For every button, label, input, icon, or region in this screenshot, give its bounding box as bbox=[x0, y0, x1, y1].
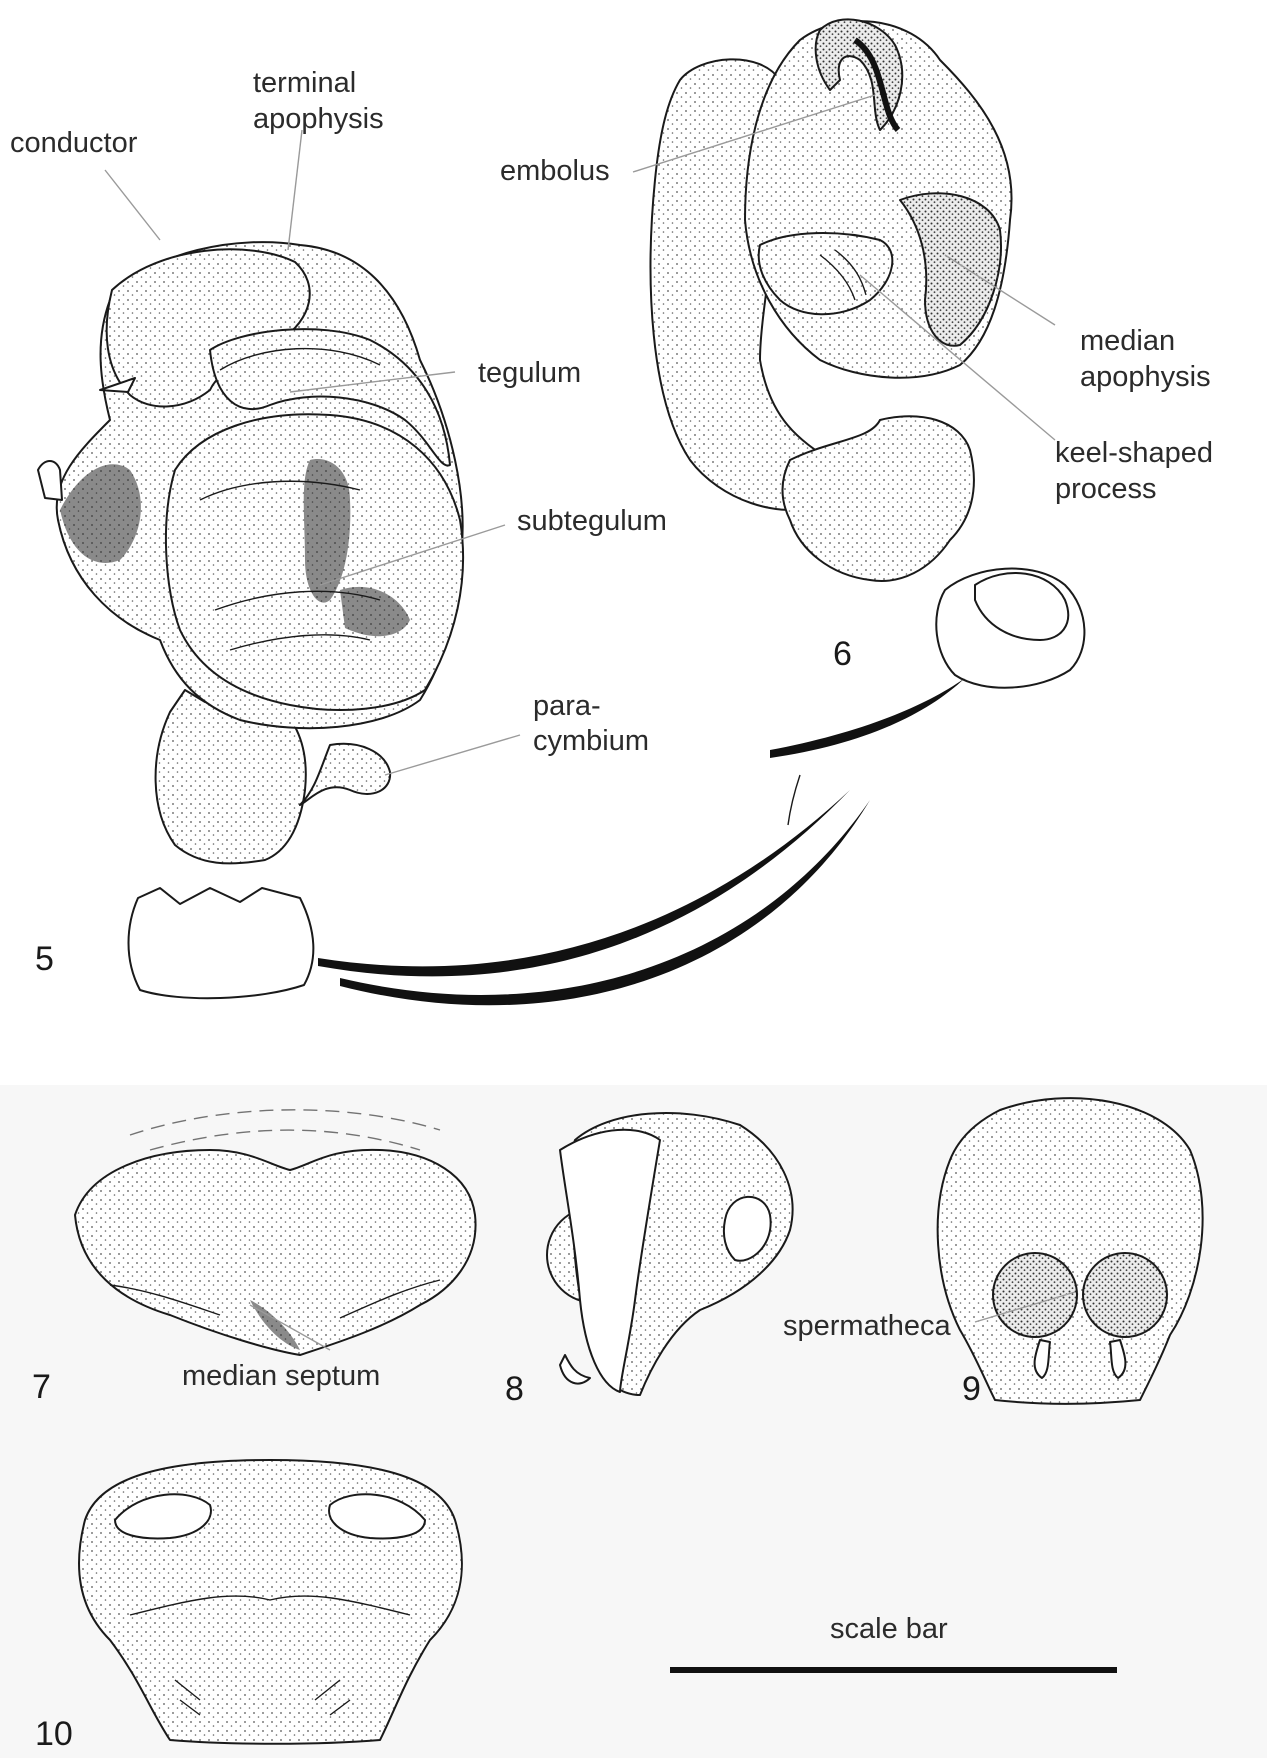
label-keel-shaped-process-line1: keel-shaped bbox=[1055, 437, 1213, 469]
label-terminal-apophysis-line1: terminal bbox=[253, 67, 356, 99]
label-embolus: embolus bbox=[500, 155, 610, 187]
figure-number-6: 6 bbox=[833, 635, 852, 673]
label-median-apophysis-line1: median bbox=[1080, 325, 1175, 357]
label-median-apophysis-line2: apophysis bbox=[1080, 361, 1211, 393]
label-paracymbium-line1: para- bbox=[533, 690, 601, 722]
figure-number-5: 5 bbox=[35, 940, 54, 978]
label-spermatheca: spermatheca bbox=[783, 1310, 952, 1342]
figure-6-male-palp bbox=[651, 19, 1085, 825]
label-scale-bar: scale bar bbox=[830, 1613, 948, 1645]
figure-number-7: 7 bbox=[32, 1368, 51, 1406]
figure-number-9: 9 bbox=[962, 1370, 981, 1408]
label-median-septum: median septum bbox=[182, 1360, 380, 1392]
scale-bar-line bbox=[670, 1667, 1117, 1673]
figure-number-10: 10 bbox=[35, 1715, 73, 1753]
label-paracymbium-line2: cymbium bbox=[533, 725, 649, 757]
label-tegulum: tegulum bbox=[478, 357, 581, 389]
label-conductor: conductor bbox=[10, 127, 138, 159]
label-subtegulum: subtegulum bbox=[517, 505, 667, 537]
label-keel-shaped-process-line2: process bbox=[1055, 473, 1157, 505]
figure-number-8: 8 bbox=[505, 1370, 524, 1408]
label-terminal-apophysis-line2: apophysis bbox=[253, 103, 384, 135]
